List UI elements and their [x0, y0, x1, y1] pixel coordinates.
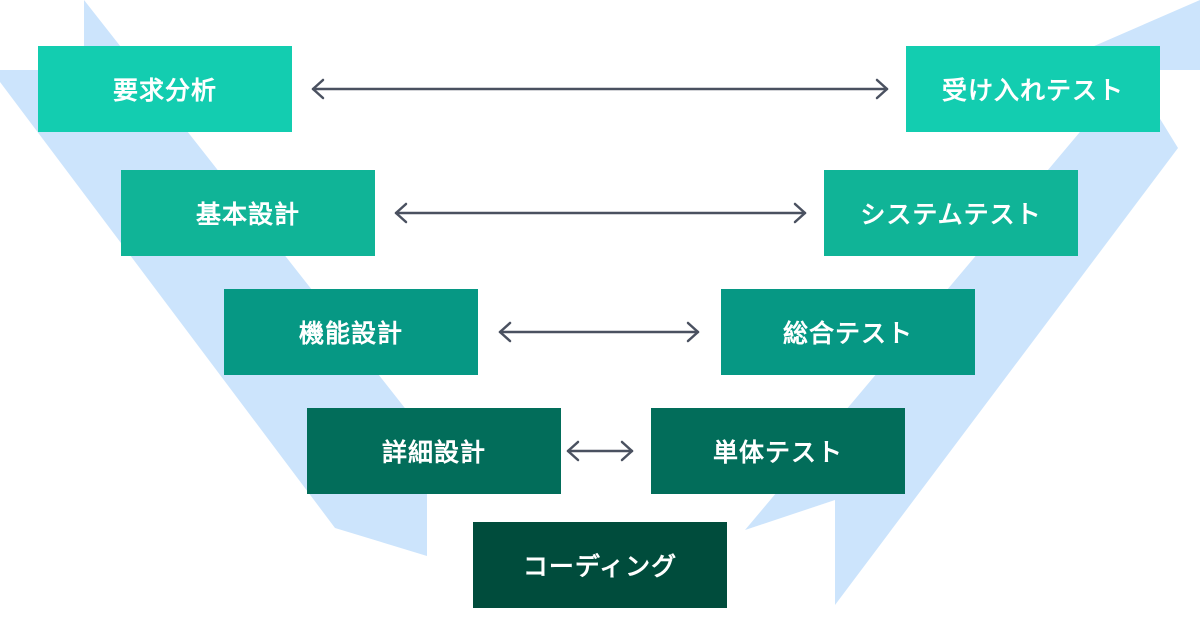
box-unit-test: 単体テスト: [651, 408, 905, 494]
box-functional-design: 機能設計: [224, 289, 478, 375]
box-label: 詳細設計: [381, 438, 486, 467]
box-label: 機能設計: [298, 319, 403, 348]
box-system-test: システムテスト: [824, 170, 1078, 256]
box-label: 受け入れテスト: [941, 76, 1124, 105]
connector-arrow-1: [311, 78, 889, 100]
connector-arrow-4: [566, 440, 634, 462]
box-label: 要求分析: [112, 76, 217, 105]
box-label: システムテスト: [860, 200, 1042, 229]
connector-arrow-3: [498, 321, 700, 343]
box-basic-design: 基本設計: [121, 170, 375, 256]
box-requirements-analysis: 要求分析: [38, 46, 292, 132]
box-detailed-design: 詳細設計: [307, 408, 561, 494]
box-label: 基本設計: [195, 200, 300, 229]
box-label: 総合テスト: [782, 319, 913, 348]
box-label: コーディング: [522, 552, 678, 581]
box-acceptance-test: 受け入れテスト: [906, 46, 1160, 132]
box-integration-test: 総合テスト: [721, 289, 975, 375]
box-label: 単体テスト: [712, 438, 843, 467]
box-coding: コーディング: [473, 522, 727, 608]
connector-arrow-2: [394, 202, 807, 224]
